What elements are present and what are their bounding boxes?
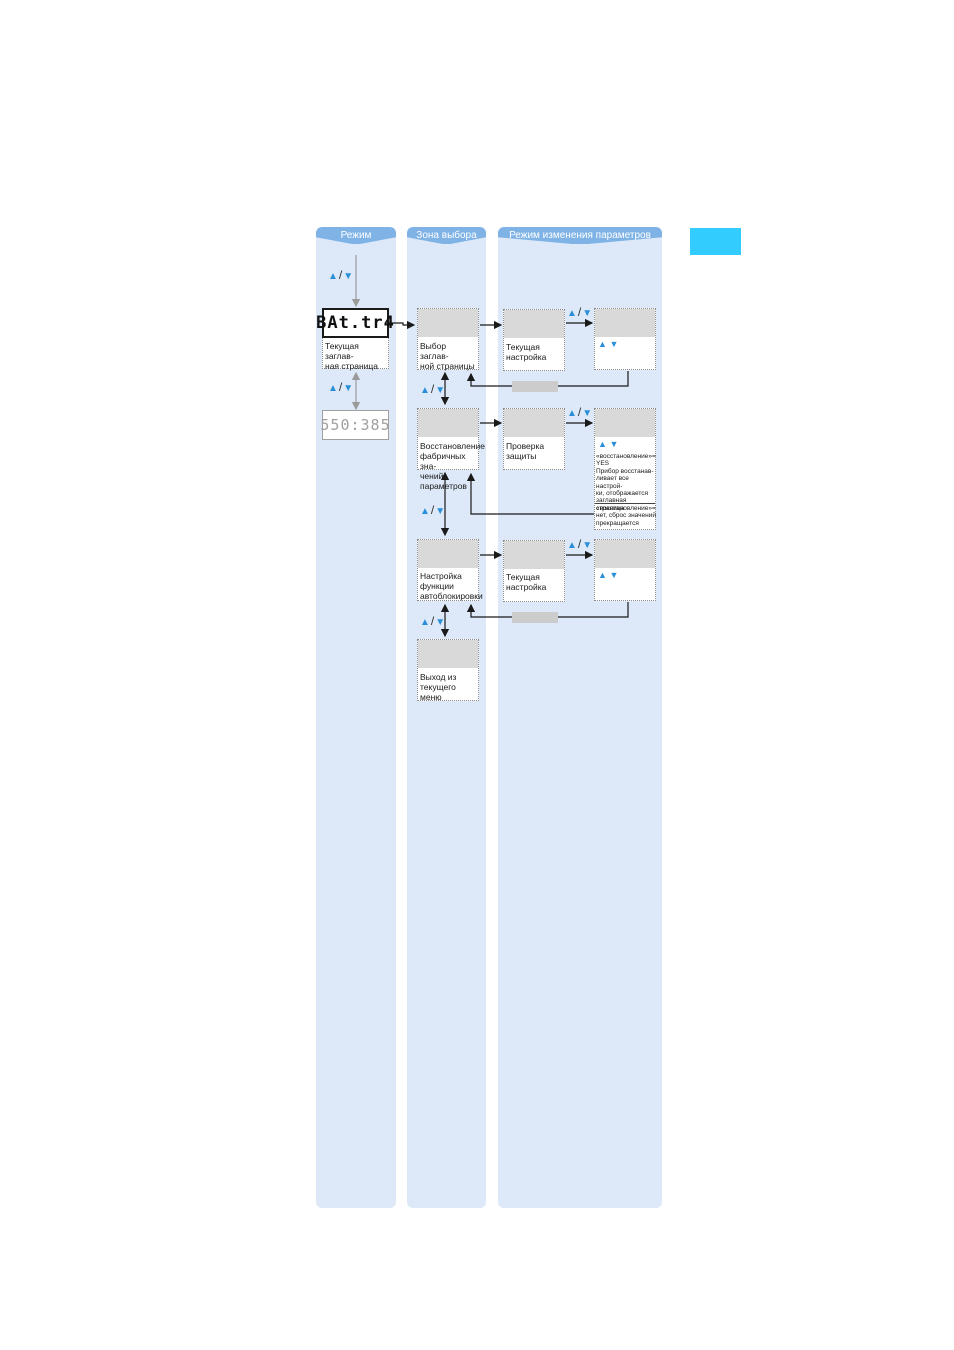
down-arrow-icon: ▼ (609, 570, 619, 580)
down-arrow-icon: ▼ (582, 540, 593, 551)
current-setting-label: Текущая настройка (506, 572, 547, 592)
edit-value-box: ▲ ▼ (594, 539, 656, 601)
restore-yes-note: «восстановление»= YES Прибор восстанав- … (596, 453, 656, 512)
up-arrow-icon: ▲ (420, 385, 430, 396)
updown-keys-hint: ▲/▼ (328, 268, 354, 282)
updown-keys-hint: ▲ ▼ (598, 339, 618, 349)
down-arrow-icon: ▼ (435, 506, 446, 517)
up-arrow-icon: ▲ (328, 383, 338, 394)
menu-item-label: Выход из текущего меню (420, 672, 457, 702)
up-arrow-icon: ▲ (598, 570, 607, 580)
updown-keys-hint: ▲/▼ (567, 537, 593, 551)
current-setting-box: Текущая настройка (503, 309, 565, 371)
menu-item-autolock[interactable]: Настройка функции автоблокировки (417, 539, 483, 601)
menu-item-factory-reset[interactable]: Восстановление фабричных зна- чений пара… (417, 408, 485, 491)
updown-keys-hint: ▲/▼ (420, 503, 446, 517)
restore-no-note: «восстановление»= нет, сброс значений пр… (596, 505, 657, 527)
restore-edit-box: ▲ ▼ «восстановление»= YES Прибор восстан… (594, 408, 656, 530)
down-arrow-icon: ▼ (582, 408, 593, 419)
security-check-label: Проверка защиты (506, 441, 545, 461)
up-arrow-icon: ▲ (598, 439, 607, 449)
up-arrow-icon: ▲ (567, 408, 577, 419)
cancel-key-placeholder (512, 381, 558, 392)
display-label: Текущая заглав- ная страница (325, 341, 379, 371)
updown-keys-hint: ▲/▼ (420, 614, 446, 628)
down-arrow-icon: ▼ (609, 439, 619, 449)
display-label-box: Текущая заглав- ная страница (322, 338, 389, 371)
up-arrow-icon: ▲ (567, 308, 577, 319)
down-arrow-icon: ▼ (435, 617, 446, 628)
selection-zone-header: Зона выбора (407, 227, 486, 244)
updown-keys-hint: ▲/▼ (328, 380, 354, 394)
menu-item-label: Выбор заглав- ной страницы (420, 341, 475, 371)
menu-item-startpage[interactable]: Выбор заглав- ной страницы (417, 308, 479, 371)
security-check-box: Проверка защиты (503, 408, 565, 470)
updown-keys-hint: ▲/▼ (420, 382, 446, 396)
current-setting-label: Текущая настройка (506, 342, 547, 362)
menu-item-exit[interactable]: Выход из текущего меню (417, 639, 479, 702)
section-tab (690, 228, 741, 255)
down-arrow-icon: ▼ (435, 385, 446, 396)
up-arrow-icon: ▲ (598, 339, 607, 349)
updown-keys-hint: ▲ ▼ (598, 439, 618, 449)
down-arrow-icon: ▼ (582, 308, 593, 319)
lcd-display-inactive: 550:385 (320, 410, 390, 440)
current-setting-box: Текущая настройка (503, 540, 565, 602)
up-arrow-icon: ▲ (420, 617, 430, 628)
updown-keys-hint: ▲/▼ (567, 305, 593, 319)
down-arrow-icon: ▼ (609, 339, 619, 349)
down-arrow-icon: ▼ (343, 383, 354, 394)
updown-keys-hint: ▲/▼ (567, 405, 593, 419)
up-arrow-icon: ▲ (420, 506, 430, 517)
lcd-display-active: BAt.tr4 (316, 308, 394, 338)
cancel-key-placeholder (512, 612, 558, 623)
up-arrow-icon: ▲ (567, 540, 577, 551)
param-change-header: Режим изменения параметров (498, 227, 662, 244)
updown-keys-hint: ▲ ▼ (598, 570, 618, 580)
menu-item-label: Восстановление фабричных зна- чений пара… (420, 441, 486, 491)
down-arrow-icon: ▼ (343, 271, 354, 282)
display-mode-header: Режим индикации (316, 227, 396, 244)
menu-item-label: Настройка функции автоблокировки (420, 571, 483, 601)
note-divider (595, 503, 655, 504)
up-arrow-icon: ▲ (328, 271, 338, 282)
edit-value-box: ▲ ▼ (594, 308, 656, 370)
